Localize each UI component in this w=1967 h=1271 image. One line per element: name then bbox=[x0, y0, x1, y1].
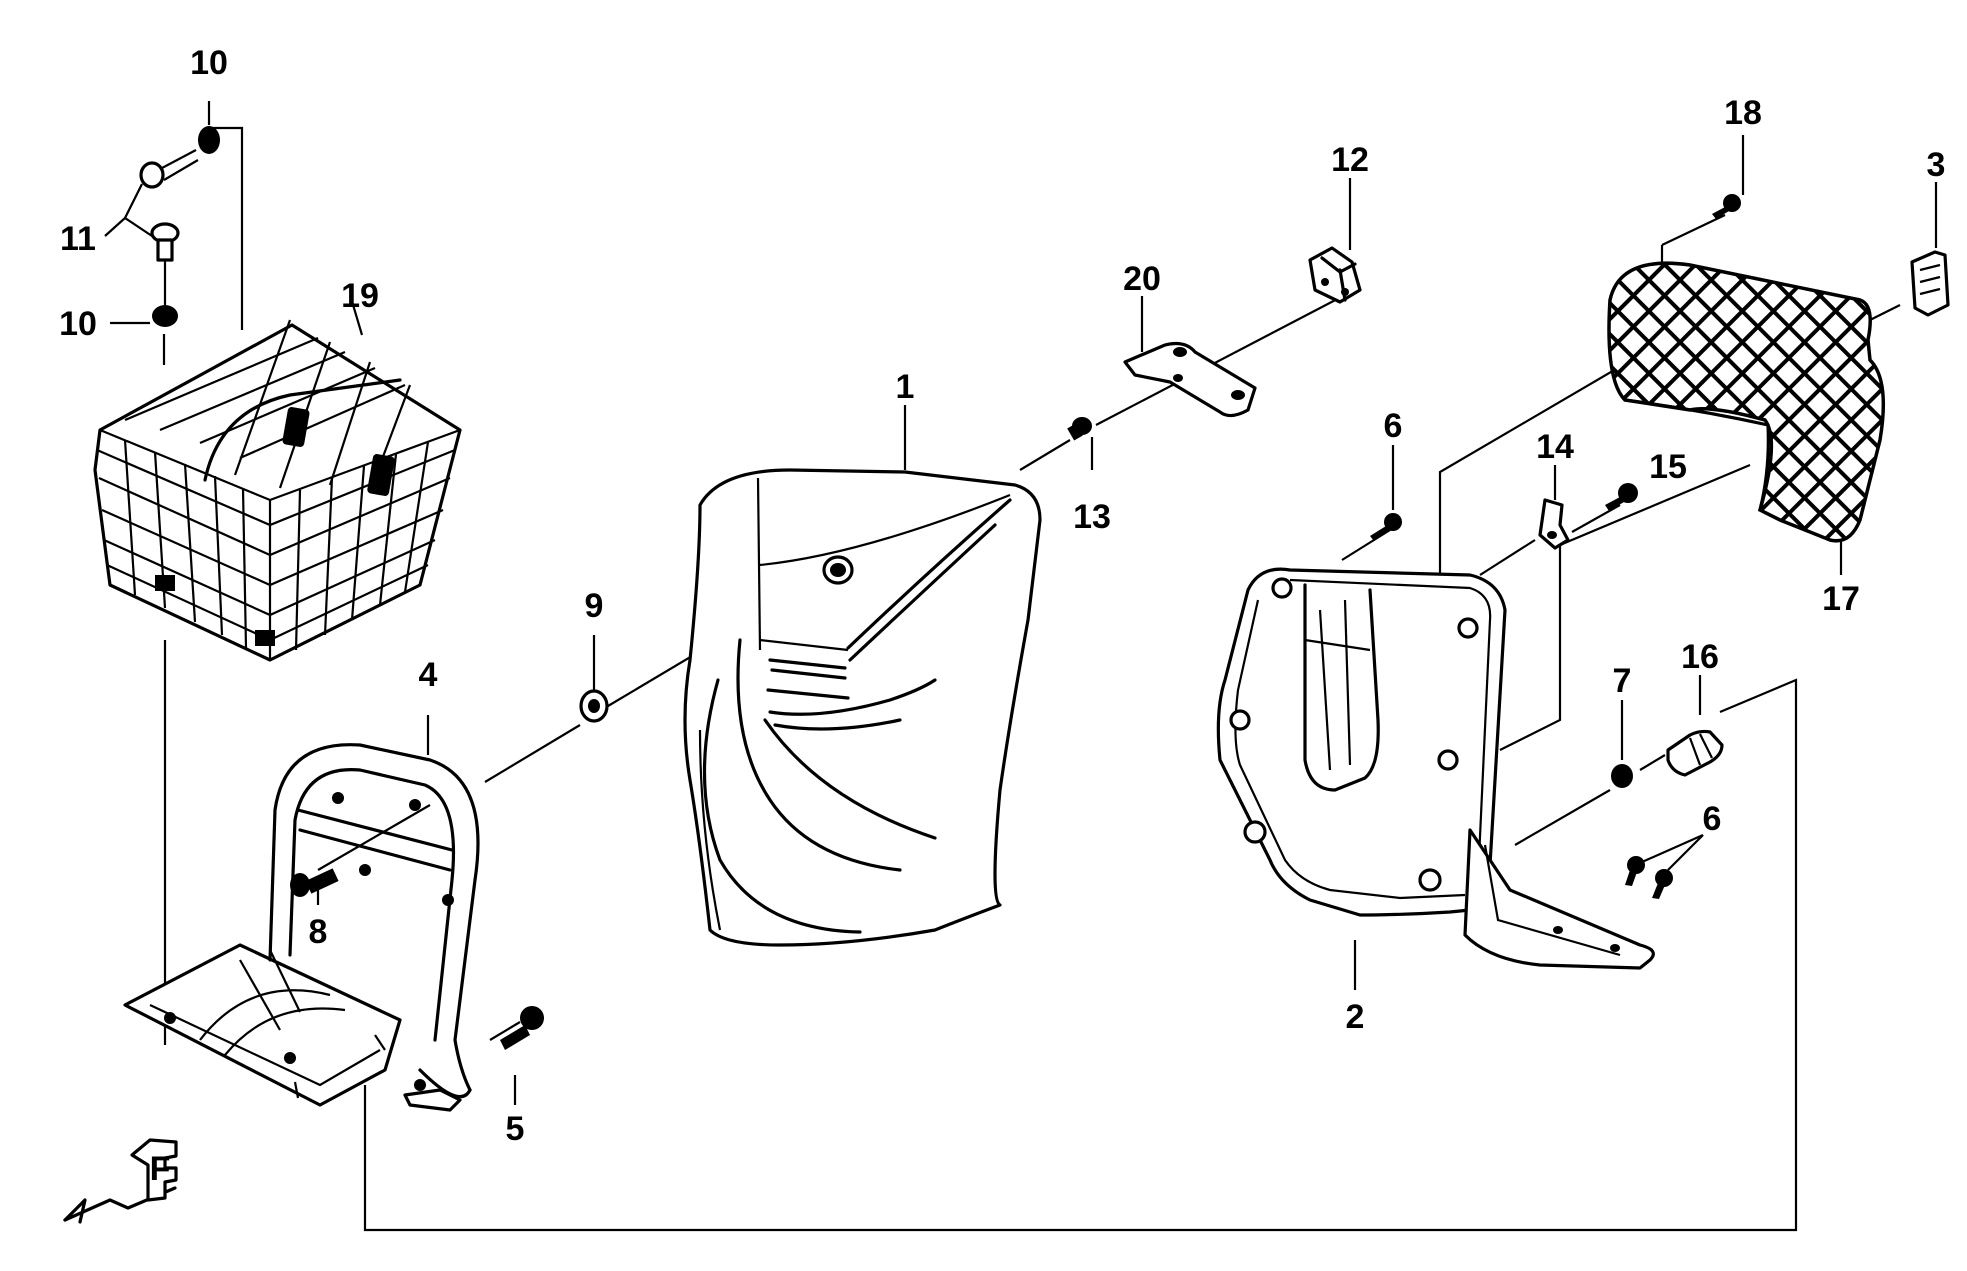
callout-5: 5 bbox=[506, 1110, 525, 1148]
inner-cover bbox=[1216, 567, 1655, 970]
bracket-20 bbox=[1123, 341, 1257, 418]
clip-3 bbox=[1910, 250, 1950, 317]
wire-basket bbox=[93, 319, 462, 662]
callout-3: 3 bbox=[1927, 146, 1946, 184]
bolt-8-rack bbox=[290, 868, 339, 897]
callout-6-upper: 6 bbox=[1384, 407, 1403, 445]
callout-18: 18 bbox=[1724, 94, 1762, 132]
screw-18 bbox=[1712, 194, 1741, 219]
screw-15 bbox=[1605, 483, 1638, 511]
callout-9: 9 bbox=[585, 587, 604, 625]
washer-10-bottom bbox=[152, 305, 178, 327]
bolt-5 bbox=[500, 1006, 544, 1050]
callout-20: 20 bbox=[1123, 260, 1161, 298]
callout-10-bottom: 10 bbox=[59, 305, 97, 343]
clip-14 bbox=[1538, 498, 1570, 550]
direction-marker-letter: F bbox=[150, 1150, 171, 1188]
callout-8: 8 bbox=[309, 913, 328, 951]
callout-14: 14 bbox=[1536, 428, 1574, 466]
callout-19: 19 bbox=[341, 277, 379, 315]
callout-numbers: 10 11 10 19 4 9 8 5 1 13 20 12 6 14 15 1… bbox=[59, 44, 1945, 1148]
bolt-16 bbox=[1666, 729, 1724, 777]
front-rack bbox=[123, 743, 480, 1112]
mesh-pocket bbox=[1607, 261, 1886, 543]
callout-6-lower: 6 bbox=[1703, 800, 1722, 838]
callout-11: 11 bbox=[60, 220, 96, 258]
bolt-11-a bbox=[139, 149, 199, 189]
screw-6-upper bbox=[1370, 513, 1402, 541]
callout-13: 13 bbox=[1073, 498, 1111, 536]
callout-4: 4 bbox=[419, 656, 438, 694]
direction-marker: F bbox=[63, 1138, 178, 1224]
front-cover bbox=[683, 468, 1042, 947]
washer-10-top bbox=[198, 126, 220, 154]
screw-6-lower-a bbox=[1625, 856, 1645, 886]
grommet-9 bbox=[579, 689, 609, 723]
callout-16: 16 bbox=[1681, 638, 1719, 676]
callout-17: 17 bbox=[1822, 580, 1860, 618]
callout-1: 1 bbox=[896, 368, 915, 406]
callout-15: 15 bbox=[1649, 448, 1687, 486]
clip-12 bbox=[1308, 246, 1362, 304]
screw-13 bbox=[1067, 417, 1092, 441]
callout-10-top: 10 bbox=[190, 44, 228, 82]
callout-7: 7 bbox=[1613, 662, 1632, 700]
callout-12: 12 bbox=[1331, 141, 1369, 179]
bolt-11-b bbox=[150, 222, 180, 262]
screw-6-lower-b bbox=[1652, 869, 1673, 899]
callout-2: 2 bbox=[1346, 998, 1365, 1036]
washer-7 bbox=[1611, 764, 1633, 788]
leader-lines bbox=[104, 101, 1938, 1232]
